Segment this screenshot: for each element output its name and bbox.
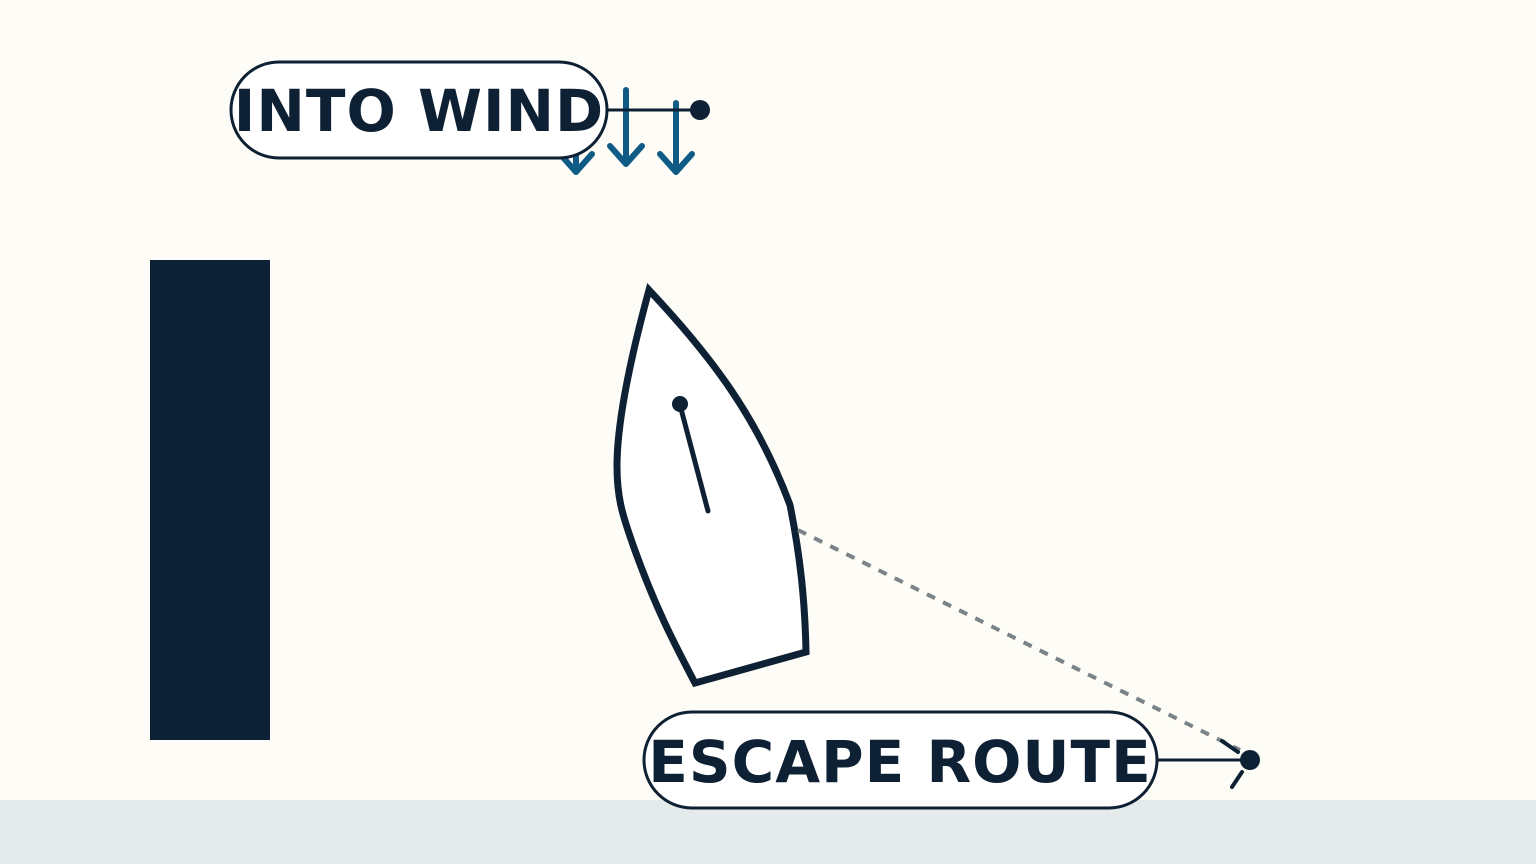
wind-arrows xyxy=(557,87,695,175)
escape-route-tick-upper xyxy=(1220,739,1240,754)
escape-route-label-box xyxy=(642,710,1159,810)
into-wind-anchor-dot xyxy=(690,100,710,120)
sailboat-hull-icon xyxy=(613,283,810,688)
escape-route-label: ESCAPE ROUTE xyxy=(648,728,1151,796)
mast-icon xyxy=(672,396,688,412)
down-arrow-icon xyxy=(607,87,645,167)
into-wind-label-box xyxy=(229,60,609,160)
down-arrow-icon xyxy=(657,100,695,175)
water-strip xyxy=(0,800,1536,864)
boom xyxy=(672,396,711,514)
dock-block xyxy=(150,260,270,740)
into-wind-label: INTO WIND xyxy=(234,77,604,145)
escape-route-tick-lower xyxy=(1230,770,1244,789)
escape-route-callout: ESCAPE ROUTE xyxy=(642,710,1260,810)
into-wind-callout: INTO WIND xyxy=(229,60,710,160)
escape-route-anchor-dot xyxy=(1240,750,1260,770)
